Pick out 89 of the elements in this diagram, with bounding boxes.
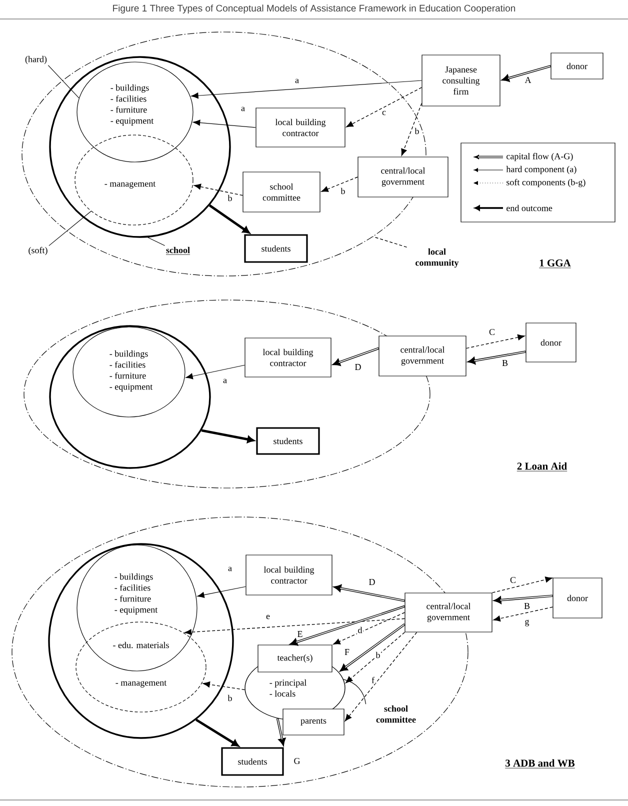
leader-line: [48, 210, 92, 246]
arrow: [334, 584, 405, 602]
arrow: [186, 364, 245, 380]
edge-label: g: [524, 618, 530, 628]
edge-label: b: [340, 187, 346, 195]
arrow: [333, 612, 406, 644]
arrow: [494, 594, 553, 604]
edge-label: E: [296, 630, 304, 638]
arrow: [194, 184, 244, 196]
edge-label: b: [226, 694, 234, 702]
leader-line: [372, 236, 408, 248]
edge-label: e: [265, 614, 271, 620]
legend-entry: end outcome: [474, 204, 552, 212]
arrow: [192, 120, 256, 128]
edge-label: B: [501, 359, 509, 367]
edge-label: D: [368, 578, 376, 586]
arrow: [401, 102, 422, 156]
arrow: [493, 606, 554, 622]
arrow: [344, 632, 418, 722]
edge-label: C: [509, 576, 517, 584]
actor-box: local building contractor: [246, 554, 332, 596]
arrow: [202, 682, 246, 690]
arrow: [492, 576, 552, 594]
legend-entry: capital flow (A-G): [474, 152, 573, 162]
edge-label: C: [488, 328, 496, 336]
outcome-box: students: [244, 234, 308, 263]
edge-label: a: [227, 566, 233, 572]
edge-label: c: [381, 110, 387, 116]
arrow: [201, 429, 254, 443]
callout-label: local community: [416, 248, 459, 268]
arrow: [290, 605, 406, 646]
arrow: [196, 718, 239, 747]
callout-label: (hard): [25, 56, 47, 64]
arrow: [197, 586, 246, 598]
outcome-box: students: [256, 427, 320, 455]
callout-label: school: [166, 246, 190, 255]
edge-label: b: [374, 651, 382, 659]
edge-label: b: [414, 127, 420, 135]
school-circle: [49, 325, 211, 469]
school-circle: [48, 543, 234, 739]
actor-box: donor: [526, 322, 576, 362]
legend-entry: hard component (a): [474, 166, 576, 174]
school-circle: [49, 56, 231, 238]
leader-line: [343, 679, 366, 704]
arrow: [276, 718, 286, 746]
arrow: [340, 623, 406, 672]
actor-box: teacher(s): [258, 644, 332, 672]
edge-label: a: [294, 78, 300, 84]
arrow: [333, 347, 380, 366]
panel-label: 1 GGA: [538, 259, 572, 268]
edge-label: A: [524, 76, 532, 84]
panel-label: 3 ADB and WB: [504, 759, 576, 768]
figure-title: Figure 1 Three Types of Conceptual Models of Assistance Framework in Education Cooperation: [113, 4, 516, 14]
edge-label: d: [356, 626, 364, 634]
actor-box: local building contractor: [256, 108, 346, 148]
actor-box: central/local government: [404, 592, 492, 632]
edge-label: D: [354, 363, 362, 371]
arrow: [208, 204, 250, 234]
actor-box: donor: [550, 52, 604, 80]
arrow: [346, 87, 422, 128]
edge-label: B: [523, 602, 531, 610]
edge-label: F: [344, 648, 350, 656]
arrow: [191, 80, 422, 99]
arrow: [321, 176, 358, 192]
actor-box: donor: [552, 578, 602, 618]
leader-line: [48, 65, 80, 98]
edge-label: b: [226, 194, 234, 202]
callout-label: (soft): [28, 246, 48, 256]
edge-label: G: [292, 757, 302, 765]
actor-box: parents: [282, 708, 344, 736]
arrow: [346, 632, 406, 684]
outcome-box: students: [221, 747, 284, 776]
actor-box: school committee: [242, 172, 320, 212]
actor-box: central/local government: [378, 336, 466, 376]
leader-line: [148, 237, 166, 246]
legend-entry: soft components (b-g): [474, 178, 586, 188]
arrow: [502, 64, 551, 82]
callout-label: school committee: [376, 705, 416, 723]
edge-label: f: [370, 676, 376, 684]
edge-label: a: [240, 106, 246, 112]
actor-box: central/local government: [358, 156, 448, 198]
arrow: [466, 334, 525, 349]
community-ellipse: [12, 516, 468, 788]
actor-box: local building contractor: [244, 338, 332, 378]
arrow: [184, 618, 406, 636]
actor-box: Japanese consulting firm: [422, 54, 500, 106]
edge-label: a: [222, 378, 228, 384]
arrow: [468, 350, 526, 364]
panel-label: 2 Loan Aid: [516, 462, 568, 472]
